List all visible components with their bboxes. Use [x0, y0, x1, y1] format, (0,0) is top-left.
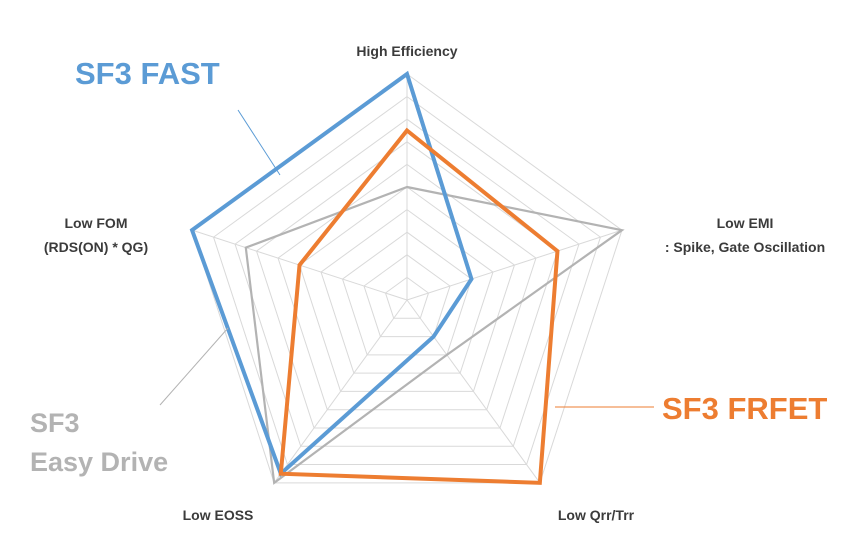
series-line-sf3-fast — [189, 70, 474, 478]
grid-ring — [363, 254, 451, 338]
axis-label-4-line2: (RDS(ON) * QG) — [44, 239, 148, 255]
leader-line-sf3-fast — [237, 109, 281, 176]
series-label-sf3-fast: SF3 FAST — [75, 56, 220, 91]
grid-ring — [320, 208, 494, 374]
leader-line-sf3-easy-drive — [159, 327, 229, 406]
axis-label-1-line2: : Spike, Gate Oscillation — [665, 239, 825, 255]
axis-spoke — [406, 299, 541, 484]
series-line-sf3-easy-drive — [244, 185, 625, 485]
grid-ring — [277, 163, 537, 411]
axis-label-0: High Efficiency — [356, 43, 457, 59]
axis-spoke — [273, 299, 408, 484]
series-line-sf3-frfet — [278, 127, 560, 485]
grid-ring — [341, 231, 473, 356]
series-label-sf3-frfet: SF3 FRFET — [662, 391, 827, 426]
grid-ring — [212, 95, 602, 466]
grid-ring — [234, 118, 580, 447]
series-leader-lines — [159, 109, 654, 408]
axis-label-1: Low EMI — [717, 215, 774, 231]
radar-series — [189, 70, 625, 485]
grid-ring — [384, 276, 430, 319]
grid-ring — [298, 186, 516, 392]
axis-spoke — [406, 229, 623, 301]
axis-label-4: Low FOM — [65, 215, 128, 231]
radar-spokes — [191, 74, 623, 484]
series-label-sf3-easy-drive-line2: Easy Drive — [30, 447, 168, 477]
axis-label-3: Low EOSS — [183, 507, 254, 523]
series-label-sf3-easy-drive: SF3 — [30, 408, 80, 438]
axis-label-2: Low Qrr/Trr — [558, 507, 635, 523]
